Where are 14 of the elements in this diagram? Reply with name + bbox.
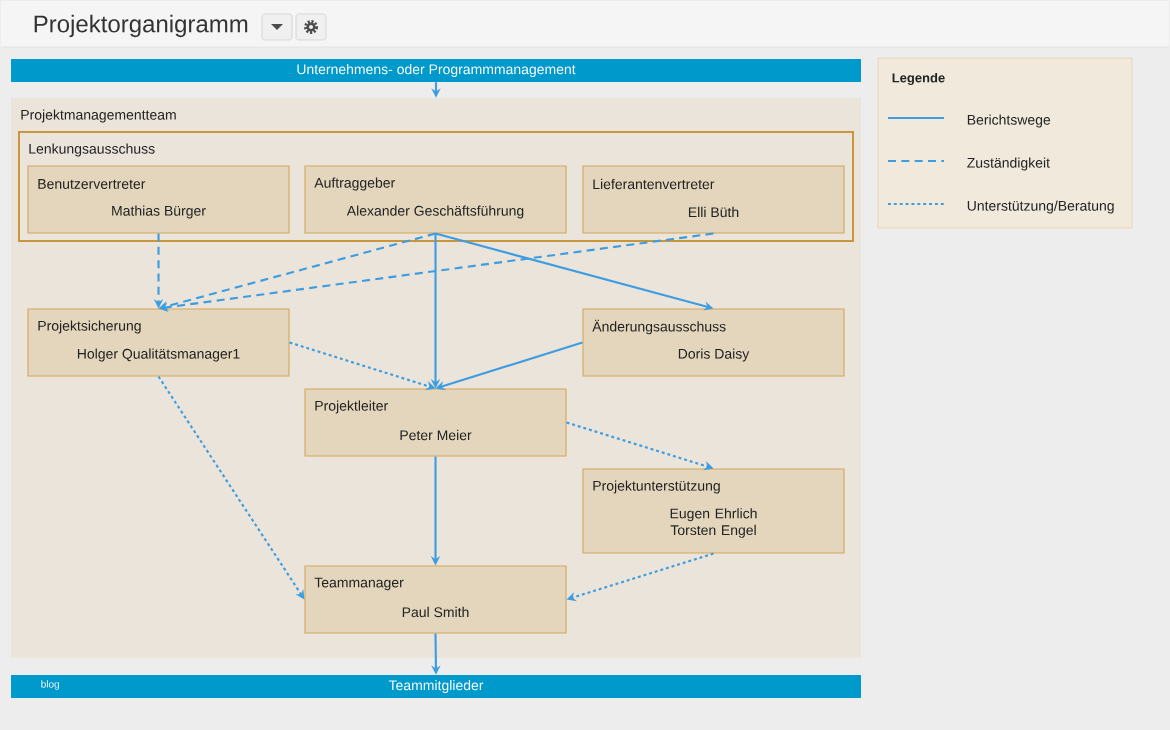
legend-text: Unterstützung/Beratung [967, 200, 1114, 214]
role-box: Änderungsausschuss Doris Daisy [582, 308, 845, 377]
role-box: Lieferantenvertreter Elli Büth [582, 165, 845, 234]
legend-text: Berichtswege [967, 114, 1051, 128]
role-box: Projektunterstützung Eugen Ehrlich Torsten Engel [582, 468, 845, 554]
role-box: Auftraggeber Alexander Geschäftsführung [304, 165, 567, 234]
banner-bar: Unternehmens- oder Programmmanagement [11, 59, 861, 82]
role-box: Projektsicherung Holger Qualitätsmanager1 [27, 308, 290, 377]
role-box: Benutzervertreter Mathias Bürger [27, 165, 290, 234]
diagram-title: Projektorganigramm [34, 14, 248, 38]
role-box: Projektleiter Peter Meier [304, 388, 567, 457]
legend-text: Zuständigkeit [967, 157, 1050, 171]
bar-caption: blog [41, 680, 59, 690]
role-box: Teammanager Paul Smith [304, 565, 567, 634]
